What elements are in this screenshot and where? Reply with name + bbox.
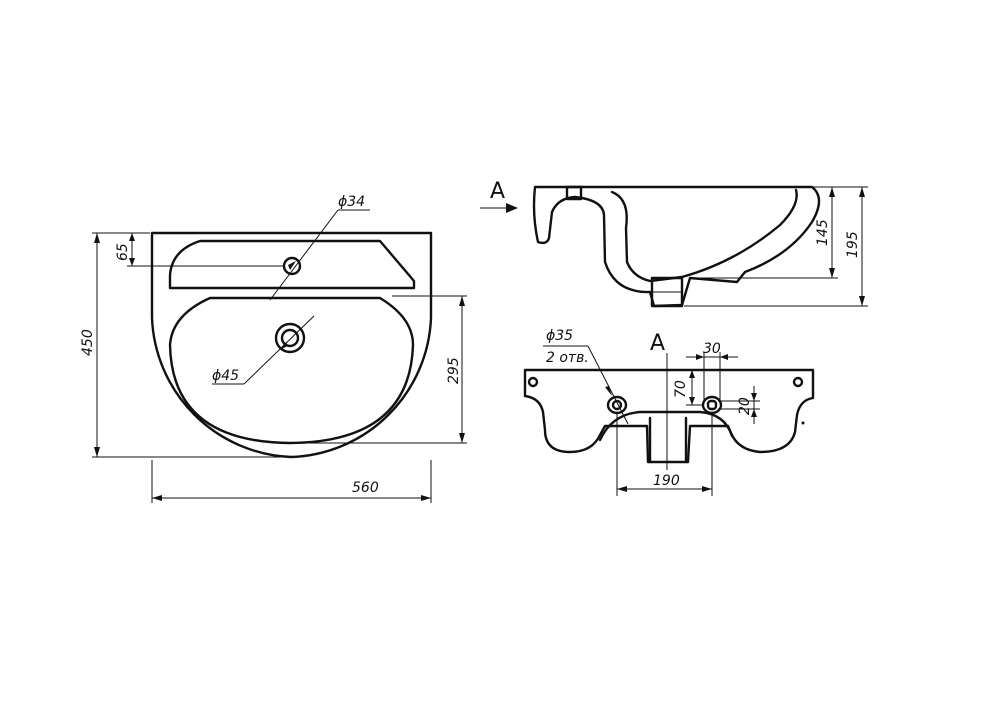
bowl-outline	[168, 296, 415, 445]
tap-hole-right	[701, 395, 723, 415]
dim-20-arrow-bottom	[751, 409, 757, 417]
dot-mark	[801, 421, 805, 425]
view-arrow-head	[506, 203, 518, 213]
front-basin-inner	[598, 410, 734, 442]
mount-hole-left	[527, 376, 539, 388]
drain-label: ϕ45	[212, 368, 239, 384]
dim-190-arrow-left	[617, 486, 627, 492]
front-outline	[523, 368, 815, 464]
dim-560-arrow-left	[152, 495, 162, 501]
tap-hole-left-inner	[611, 399, 623, 411]
holes-label: ϕ35	[546, 328, 573, 344]
basin-outline	[150, 231, 433, 459]
dim-65-arrow-top	[129, 233, 135, 241]
side-profile-outline	[532, 185, 821, 308]
leader-holes-arrow	[605, 386, 612, 396]
drain-hole-outer	[274, 322, 306, 354]
height-label: 195	[845, 231, 861, 258]
leader-holes	[587, 345, 629, 425]
tap-hole-label: ϕ34	[338, 194, 365, 210]
front-view-letter: A	[650, 331, 665, 356]
dim-70-arrow-bottom	[689, 397, 695, 405]
front-view: A 190 30 70	[523, 328, 815, 496]
dim-20-arrow-top	[751, 393, 757, 401]
dim-450-arrow-top	[94, 233, 100, 243]
depth-label: 450	[80, 329, 96, 356]
tap-offset-label: 65	[115, 243, 131, 261]
hole-height-label: 70	[673, 380, 689, 398]
dim-70-arrow-top	[689, 370, 695, 378]
side-tap-block	[565, 185, 583, 201]
dim-65-arrow-bottom	[129, 258, 135, 266]
bowl-depth-label: 145	[815, 219, 831, 246]
dim-560-arrow-right	[421, 495, 431, 501]
dim-450-arrow-bottom	[94, 447, 100, 457]
side-bowl-inner	[610, 188, 798, 283]
dim-30-arrow-right	[720, 354, 728, 360]
leader-tap-hole	[269, 209, 339, 301]
side-view-letter: A	[490, 179, 505, 204]
dim-30-arrow-left	[696, 354, 704, 360]
holes-count-label: 2 отв.	[546, 350, 589, 366]
leader-drain-arrow	[279, 342, 288, 350]
dim-145-arrow-bottom	[829, 268, 835, 278]
dim-295-arrow-bottom	[459, 433, 465, 443]
slot-width-label: 30	[703, 341, 721, 357]
tap-hole-right-slot	[706, 399, 718, 411]
tap-hole-left	[606, 395, 628, 415]
mount-hole-right	[792, 376, 804, 388]
drain-hole-inner	[280, 328, 300, 348]
dim-190-arrow-right	[702, 486, 712, 492]
hole-spacing-label: 190	[653, 473, 680, 489]
side-view: A 195 145	[480, 179, 868, 308]
dim-195-arrow-bottom	[859, 296, 865, 306]
slot-height-label: 20	[737, 397, 753, 415]
leader-tap-hole-arrow	[288, 261, 296, 270]
width-label: 560	[352, 480, 379, 496]
dim-195-arrow-top	[859, 187, 865, 197]
dim-295-arrow-top	[459, 296, 465, 306]
top-view: 560 450 65 295 ϕ34 ϕ45	[80, 194, 467, 503]
inner-depth-label: 295	[446, 357, 462, 384]
dim-145-arrow-top	[829, 187, 835, 197]
